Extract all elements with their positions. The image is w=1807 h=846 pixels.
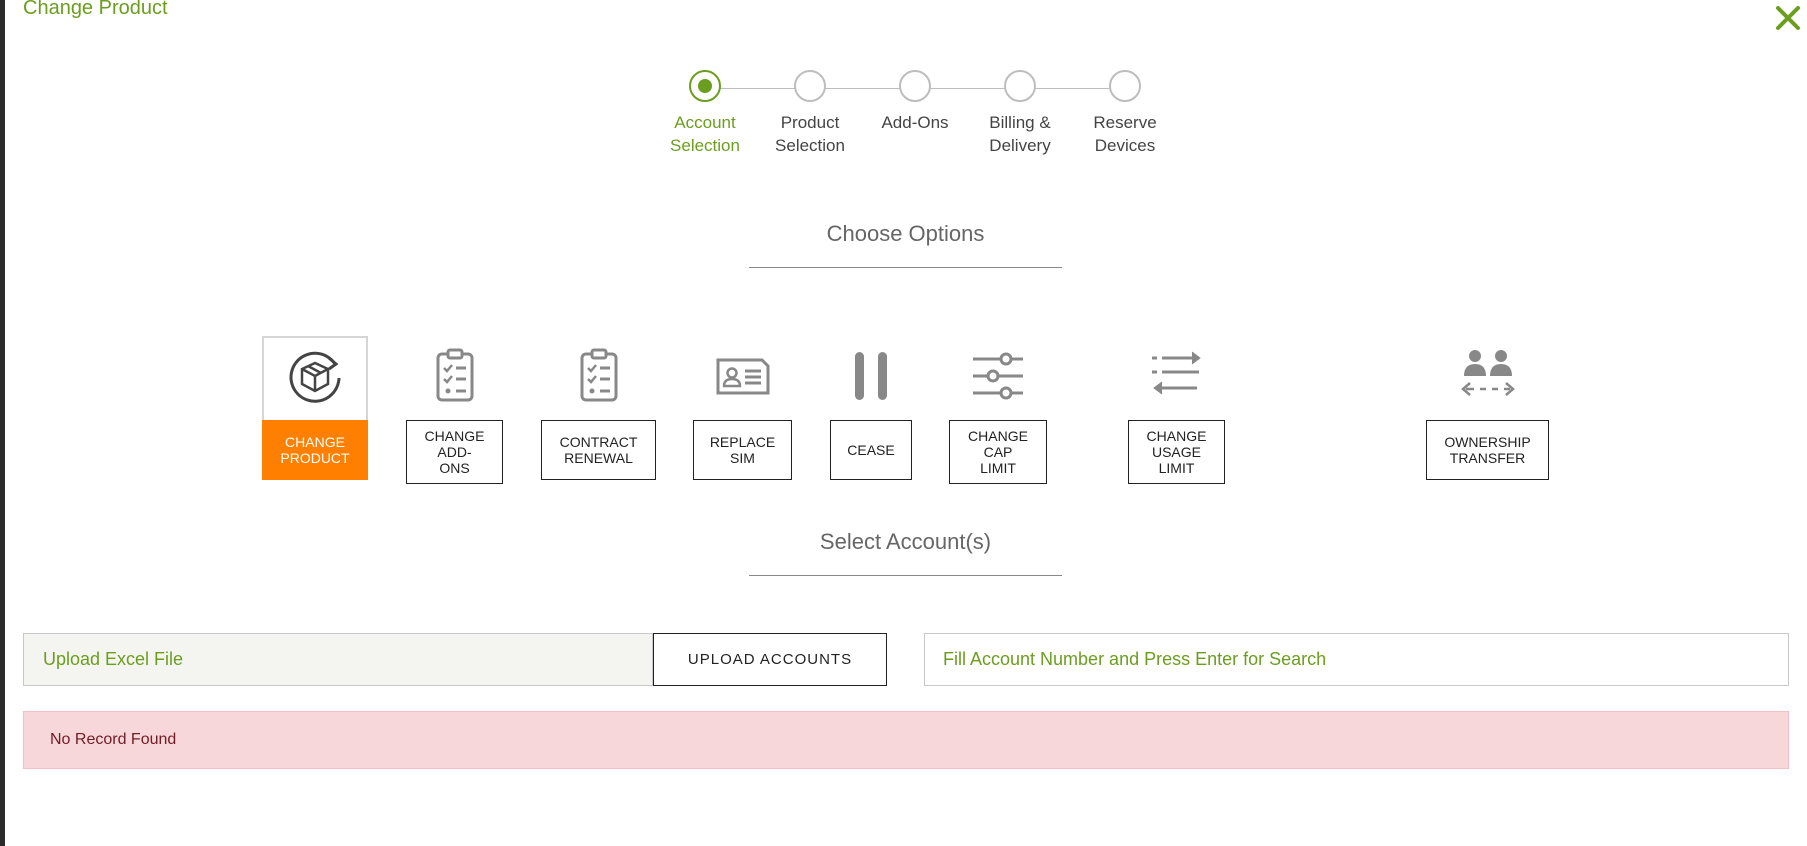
clipboard-checklist-icon	[436, 348, 473, 402]
step-product-selection[interactable]: Product Selection	[755, 70, 865, 157]
step-label: Product Selection	[775, 113, 845, 155]
step-reserve-devices[interactable]: Reserve Devices	[1070, 70, 1180, 157]
option-label: CEASE	[830, 420, 912, 480]
step-label: Add-Ons	[881, 113, 949, 132]
option-contract-renewal[interactable]: CONTRACT RENEWAL	[541, 336, 656, 480]
upload-excel-file-field[interactable]: Upload Excel File	[23, 633, 653, 686]
option-change-cap-limit[interactable]: CHANGE CAP LIMIT	[949, 336, 1047, 484]
modal-title: Change Product	[23, 0, 168, 19]
step-label: Account Selection	[670, 113, 740, 155]
id-card-icon	[716, 358, 769, 395]
backdrop-edge	[0, 0, 5, 846]
box-refresh-icon	[289, 351, 341, 403]
option-replace-sim[interactable]: REPLACE SIM	[693, 336, 792, 480]
progress-stepper: Account Selection Product Selection Add-…	[650, 70, 1157, 170]
step-indicator	[794, 70, 826, 102]
select-accounts-title: Select Account(s)	[819, 529, 992, 554]
pause-icon	[855, 352, 887, 400]
option-label: CHANGE PRODUCT	[262, 420, 368, 480]
choose-options-divider	[749, 267, 1062, 268]
close-button[interactable]	[1772, 2, 1804, 34]
step-label: Reserve Devices	[1093, 113, 1157, 155]
step-indicator	[1109, 70, 1141, 102]
no-record-alert: No Record Found	[23, 711, 1789, 769]
option-label: CHANGE USAGE LIMIT	[1128, 420, 1225, 484]
account-search-input[interactable]	[924, 633, 1789, 686]
step-billing-delivery[interactable]: Billing & Delivery	[965, 70, 1075, 157]
option-label: OWNERSHIP TRANSFER	[1426, 420, 1549, 480]
step-add-ons[interactable]: Add-Ons	[860, 70, 970, 134]
clipboard-checklist-icon	[580, 348, 617, 402]
option-label: CHANGE ADD- ONS	[406, 420, 503, 484]
option-label: CHANGE CAP LIMIT	[949, 420, 1047, 484]
option-change-product[interactable]: CHANGE PRODUCT	[262, 336, 368, 480]
option-change-usage-limit[interactable]: CHANGE USAGE LIMIT	[1128, 336, 1225, 484]
option-cease[interactable]: CEASE	[830, 336, 912, 480]
step-label: Billing & Delivery	[989, 113, 1051, 155]
choose-options-title: Choose Options	[826, 221, 985, 246]
sliders-icon	[973, 352, 1023, 400]
select-accounts-divider	[749, 575, 1062, 576]
step-indicator	[689, 70, 721, 102]
transfer-arrows-icon	[1151, 351, 1201, 395]
option-change-add-ons[interactable]: CHANGE ADD- ONS	[406, 336, 503, 484]
upload-accounts-button[interactable]: UPLOAD ACCOUNTS	[653, 633, 887, 686]
step-indicator	[1004, 70, 1036, 102]
users-transfer-icon	[1460, 350, 1515, 396]
step-indicator	[899, 70, 931, 102]
option-label: CONTRACT RENEWAL	[541, 420, 656, 480]
close-icon	[1776, 6, 1800, 30]
option-ownership-transfer[interactable]: OWNERSHIP TRANSFER	[1426, 336, 1549, 480]
option-label: REPLACE SIM	[693, 420, 792, 480]
step-account-selection[interactable]: Account Selection	[650, 70, 760, 157]
